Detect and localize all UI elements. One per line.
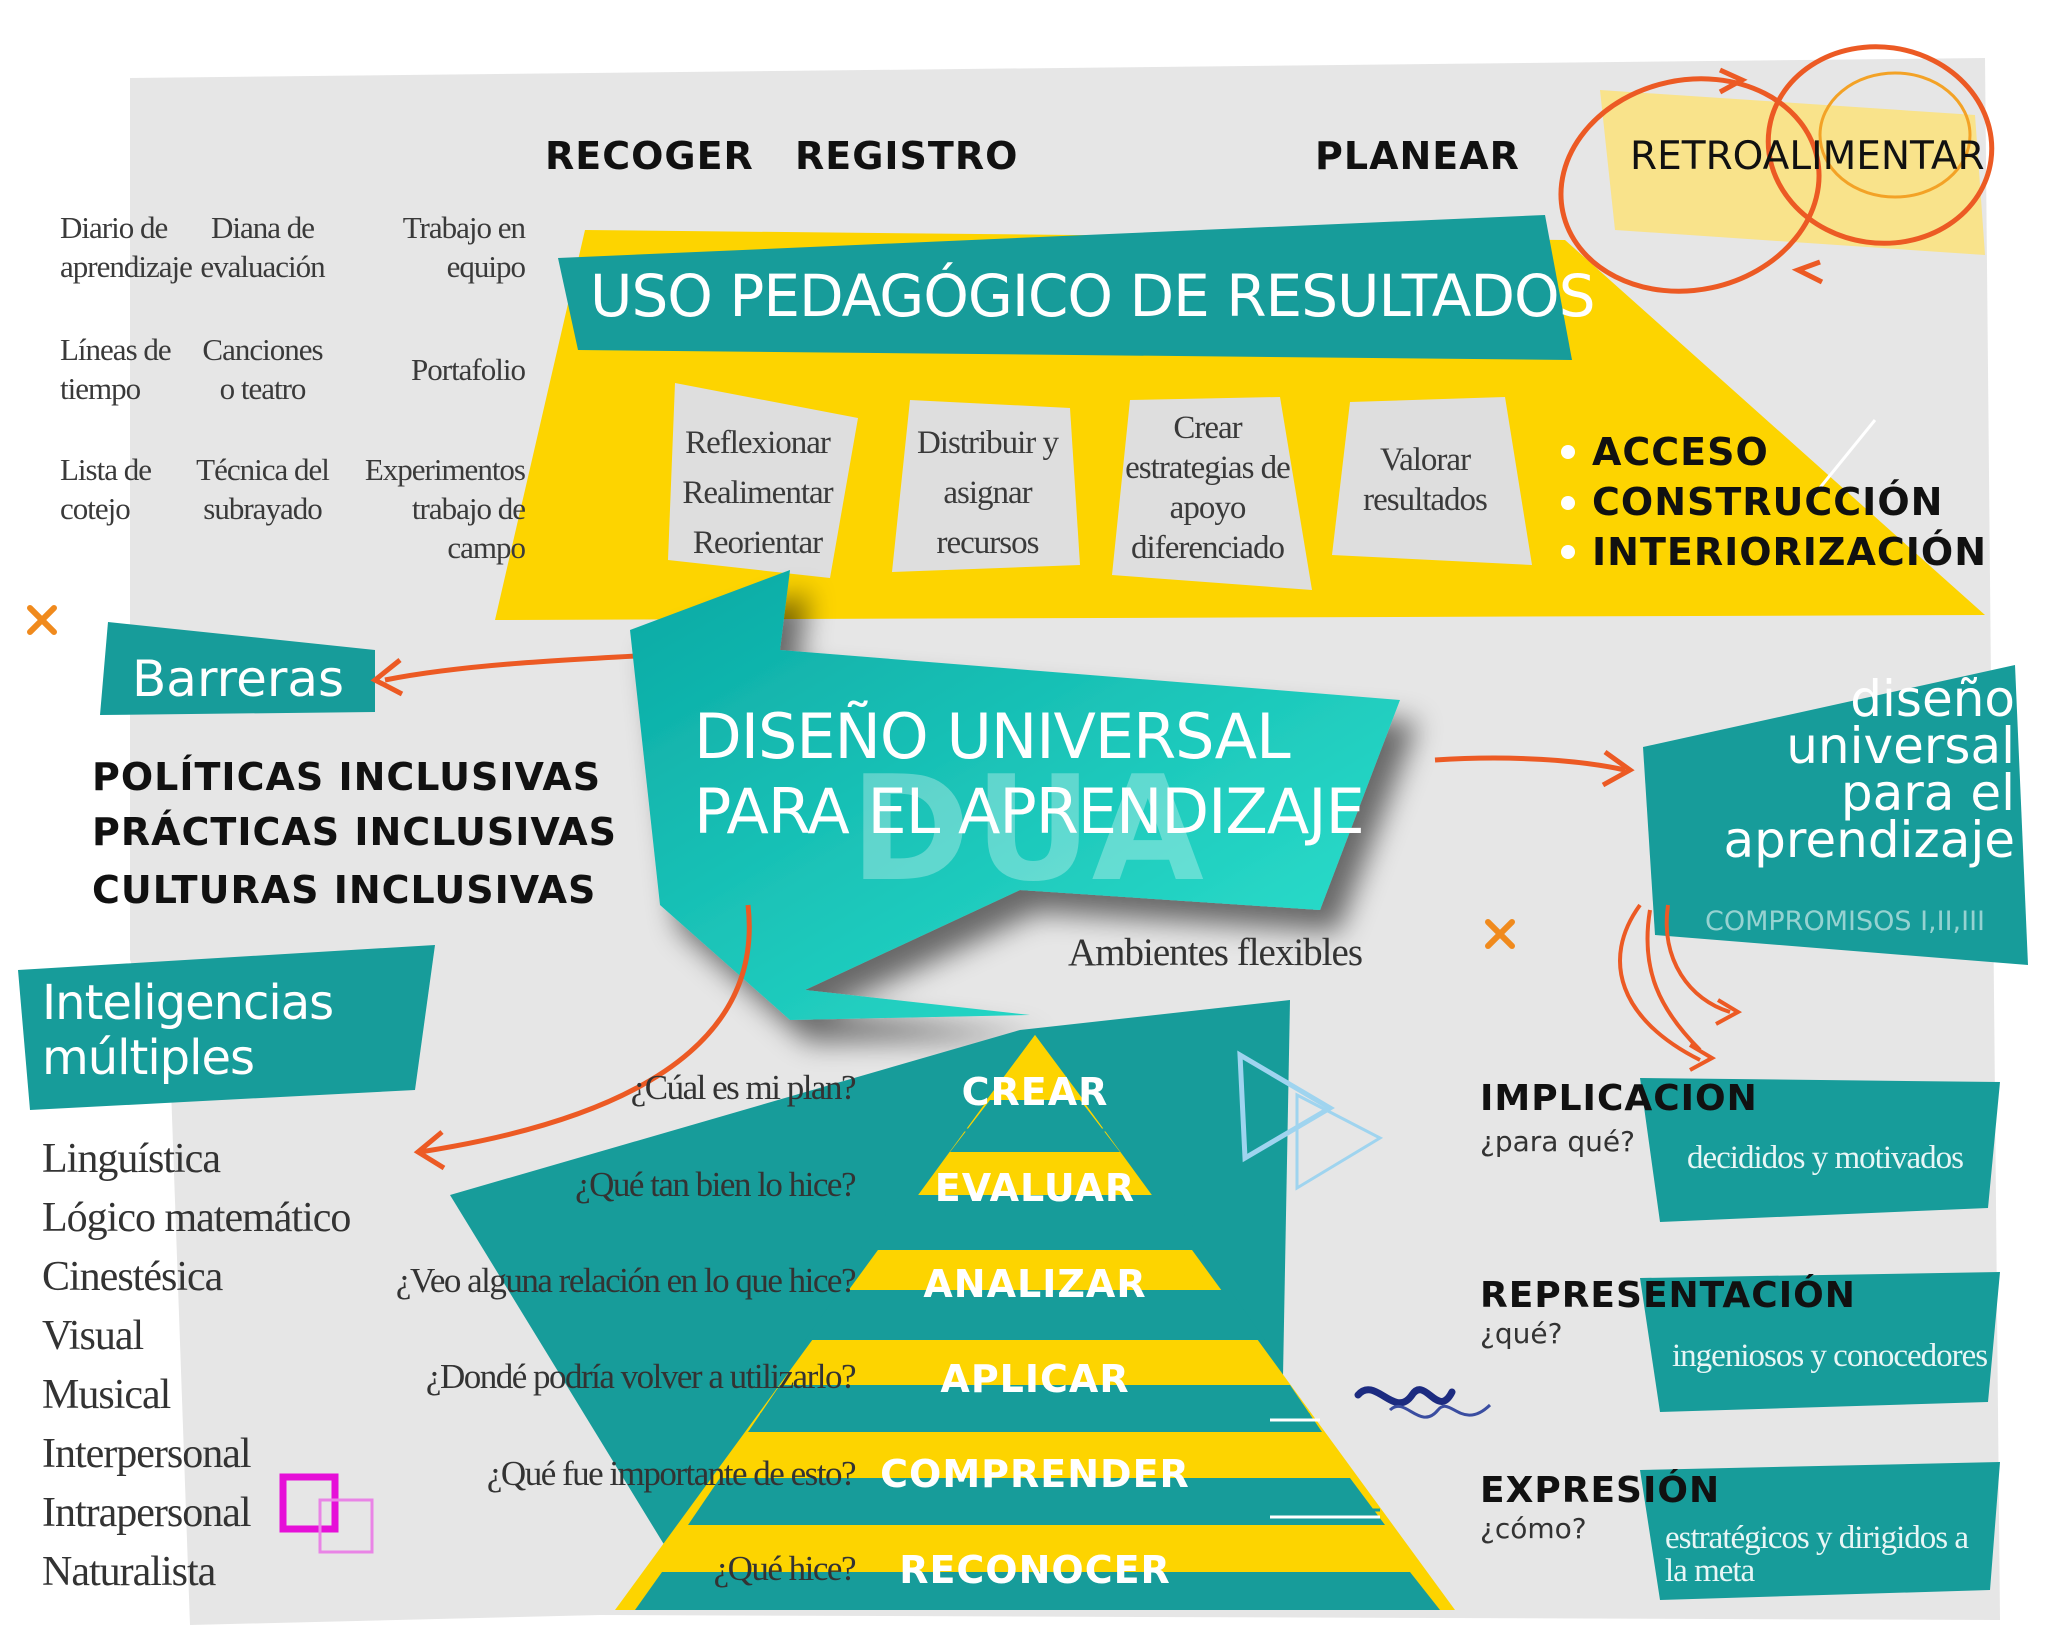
dua-title-line2: PARA EL APRENDIZAJE xyxy=(694,775,1365,848)
uso-title: USO PEDAGÓGICO DE RESULTADOS xyxy=(590,262,1596,330)
pyramid-lines xyxy=(700,1128,1380,1512)
card-1-shape xyxy=(668,383,858,578)
representacion-title: REPRESENTACIÓN xyxy=(1480,1275,1856,1316)
implicacion-title: IMPLICACION xyxy=(1480,1078,1758,1119)
barreras-label: Barreras xyxy=(132,650,345,708)
inteligencia-intrapersonal: Intrapersonal xyxy=(42,1490,252,1536)
inteligencia-cinestesica: Cinestésica xyxy=(42,1254,223,1300)
right-dua-line1: diseño xyxy=(1850,670,2015,728)
squiggle xyxy=(1354,1386,1456,1407)
inteligencia-musical: Musical xyxy=(42,1372,171,1418)
bullet-acceso: ACCESO xyxy=(1592,430,1769,474)
inteligencias-title-2: múltiples xyxy=(42,1030,255,1086)
representacion-desc: ingeniosos y conocedores xyxy=(1672,1338,1988,1374)
card-2-shape xyxy=(892,400,1080,572)
uso-title-strip xyxy=(558,215,1572,360)
expresion-question: ¿cómo? xyxy=(1480,1512,1587,1545)
magenta-square-1 xyxy=(279,1473,339,1533)
card-3-shape xyxy=(1112,397,1312,590)
card-reflexionar: Reflexionar Realimentar Reorientar xyxy=(682,425,833,561)
compromisos-label: COMPROMISOS I,II,III xyxy=(1705,906,1986,937)
inteligencia-linguistica: Linguística xyxy=(42,1136,221,1182)
right-dua-text: diseño universal para el aprendizaje xyxy=(1650,670,2015,869)
right-dua-line2: universal xyxy=(1786,717,2015,775)
inteligencias-title-1: Inteligencias xyxy=(42,975,334,1031)
card-4-shape xyxy=(1332,397,1532,565)
practicas-inclusivas: PRÁCTICAS INCLUSIVAS xyxy=(92,810,618,854)
retroalimentar-label: RETROALIMENTAR xyxy=(1630,134,1985,179)
implicacion-question: ¿para qué? xyxy=(1480,1125,1635,1158)
expresion-title: EXPRESIÓN xyxy=(1480,1470,1721,1511)
ambientes-flexibles: Ambientes flexibles xyxy=(1068,931,1363,974)
level-aplicar: APLICAR xyxy=(940,1357,1130,1401)
question-reconocer: ¿Qué hice? xyxy=(713,1549,857,1588)
dua-banner-shape xyxy=(630,570,1400,1020)
right-dua-shape xyxy=(1643,665,2028,965)
culturas-inclusivas: CULTURAS INCLUSIVAS xyxy=(92,868,597,912)
implicacion-box xyxy=(1640,1078,2000,1222)
barreras-shape xyxy=(100,622,375,715)
card-valorar: Valorar resultados xyxy=(1363,442,1488,518)
planear-label: PLANEAR xyxy=(1315,134,1520,178)
magenta-square-2 xyxy=(318,1498,374,1554)
question-evaluar: ¿Qué tan bien lo hice? xyxy=(575,1165,856,1204)
level-comprender: COMPRENDER xyxy=(880,1452,1190,1496)
level-crear: CREAR xyxy=(961,1070,1109,1114)
instrument-experimentos: Experimentos trabajo de campo xyxy=(364,452,526,565)
instrument-trabajo-equipo: Trabajo en equipo xyxy=(402,210,526,284)
retro-highlight xyxy=(1600,90,1985,255)
question-crear: ¿Cúal es mi plan? xyxy=(630,1068,857,1107)
politicas-inclusivas: POLÍTICAS INCLUSIVAS xyxy=(92,755,602,799)
right-dua-line4: aprendizaje xyxy=(1723,811,2015,869)
instrument-diario: Diario de aprendizaje xyxy=(60,210,193,284)
implicacion-desc: decididos y motivados xyxy=(1687,1140,1964,1176)
inteligencia-logico: Lógico matemático xyxy=(42,1195,351,1241)
inteligencia-interpersonal: Interpersonal xyxy=(42,1431,252,1477)
card-crear-estrategias: Crear estrategias de apoyo diferenciado xyxy=(1125,410,1291,566)
level-evaluar: EVALUAR xyxy=(934,1166,1136,1210)
play-triangles xyxy=(1237,1050,1384,1191)
level-reconocer: RECONOCER xyxy=(899,1548,1171,1592)
instrument-diana: Diana de evaluación xyxy=(200,210,325,284)
instrument-portafolio: Portafolio xyxy=(411,352,526,387)
expresion-desc: estratégicos y dirigidos a la meta xyxy=(1665,1520,1969,1589)
dua-title-line1: DISEÑO UNIVERSAL xyxy=(694,700,1291,773)
inteligencia-visual: Visual xyxy=(42,1313,144,1359)
instrument-lineas: Líneas de tiempo xyxy=(60,332,172,406)
inteligencias-list: Linguística Lógico matemático Cinestésic… xyxy=(42,1130,351,1602)
card-distribuir: Distribuir y asignar recursos xyxy=(916,425,1059,561)
representacion-box xyxy=(1640,1272,2000,1412)
instrument-subrayado: Técnica del subrayado xyxy=(196,452,330,526)
inteligencias-shape xyxy=(18,945,435,1110)
representacion-question: ¿qué? xyxy=(1480,1317,1563,1350)
pyramid-level-bars xyxy=(635,1100,1440,1610)
question-analizar: ¿Veo alguna relación en lo que hice? xyxy=(395,1261,857,1300)
registro-label: REGISTRO xyxy=(795,134,1019,178)
recoger-label: RECOGER xyxy=(545,134,754,178)
x-marks xyxy=(27,605,1515,949)
pyramid-bands xyxy=(985,1035,1085,1102)
dua-watermark: DUA xyxy=(850,745,1208,914)
instrument-canciones: Canciones o teatro xyxy=(202,332,323,406)
inteligencia-naturalista: Naturalista xyxy=(42,1549,216,1595)
question-aplicar: ¿Dondé podría volver a utilizarlo? xyxy=(425,1357,857,1396)
retro-loops xyxy=(1558,44,1995,294)
expresion-box xyxy=(1640,1462,2000,1600)
right-dua-line3: para el xyxy=(1840,764,2015,822)
question-comprender: ¿Qué fue importante de esto? xyxy=(486,1454,857,1493)
bullet-interiorizacion: INTERIORIZACIÓN xyxy=(1592,530,1988,574)
instrument-lista: Lista de cotejo xyxy=(60,452,152,526)
level-analizar: ANALIZAR xyxy=(923,1262,1147,1306)
bullet-construccion: CONSTRUCCIÓN xyxy=(1592,480,1944,524)
